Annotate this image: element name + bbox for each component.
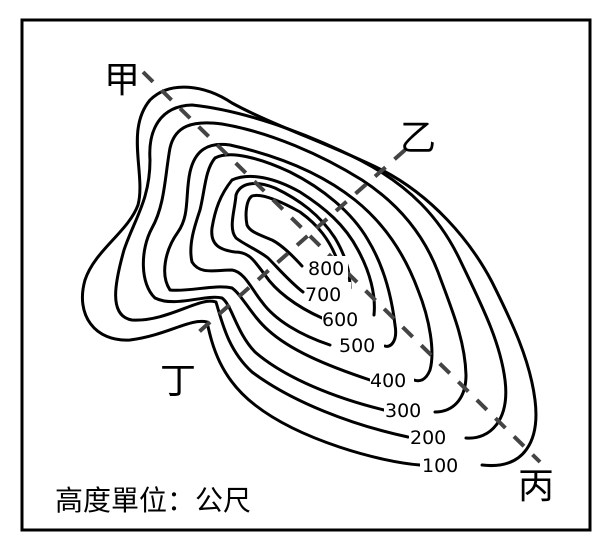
point-yi: 乙: [400, 118, 436, 159]
profile-line-yi-ding: [190, 148, 407, 340]
unit-caption: 高度單位：公尺: [55, 484, 251, 517]
label-500: 500: [339, 335, 375, 357]
contour-800: [244, 193, 340, 268]
label-200: 200: [410, 427, 446, 449]
contour-700: [230, 182, 352, 294]
contour-labels: 100 200 300 400 500 600 700 800: [305, 256, 470, 477]
label-300: 300: [385, 400, 421, 422]
contour-300: [141, 121, 468, 414]
point-bing: 丙: [518, 466, 554, 507]
point-ding: 丁: [160, 361, 196, 402]
label-700: 700: [305, 284, 341, 306]
contour-100: [80, 85, 538, 468]
label-100: 100: [422, 455, 458, 477]
contour-500: [189, 153, 398, 348]
contour-400: [163, 142, 434, 383]
label-800: 800: [308, 258, 344, 280]
point-jia: 甲: [104, 60, 140, 101]
contour-200: [114, 103, 508, 440]
map-border: [20, 18, 592, 532]
label-400: 400: [370, 370, 406, 392]
label-600: 600: [322, 309, 358, 331]
